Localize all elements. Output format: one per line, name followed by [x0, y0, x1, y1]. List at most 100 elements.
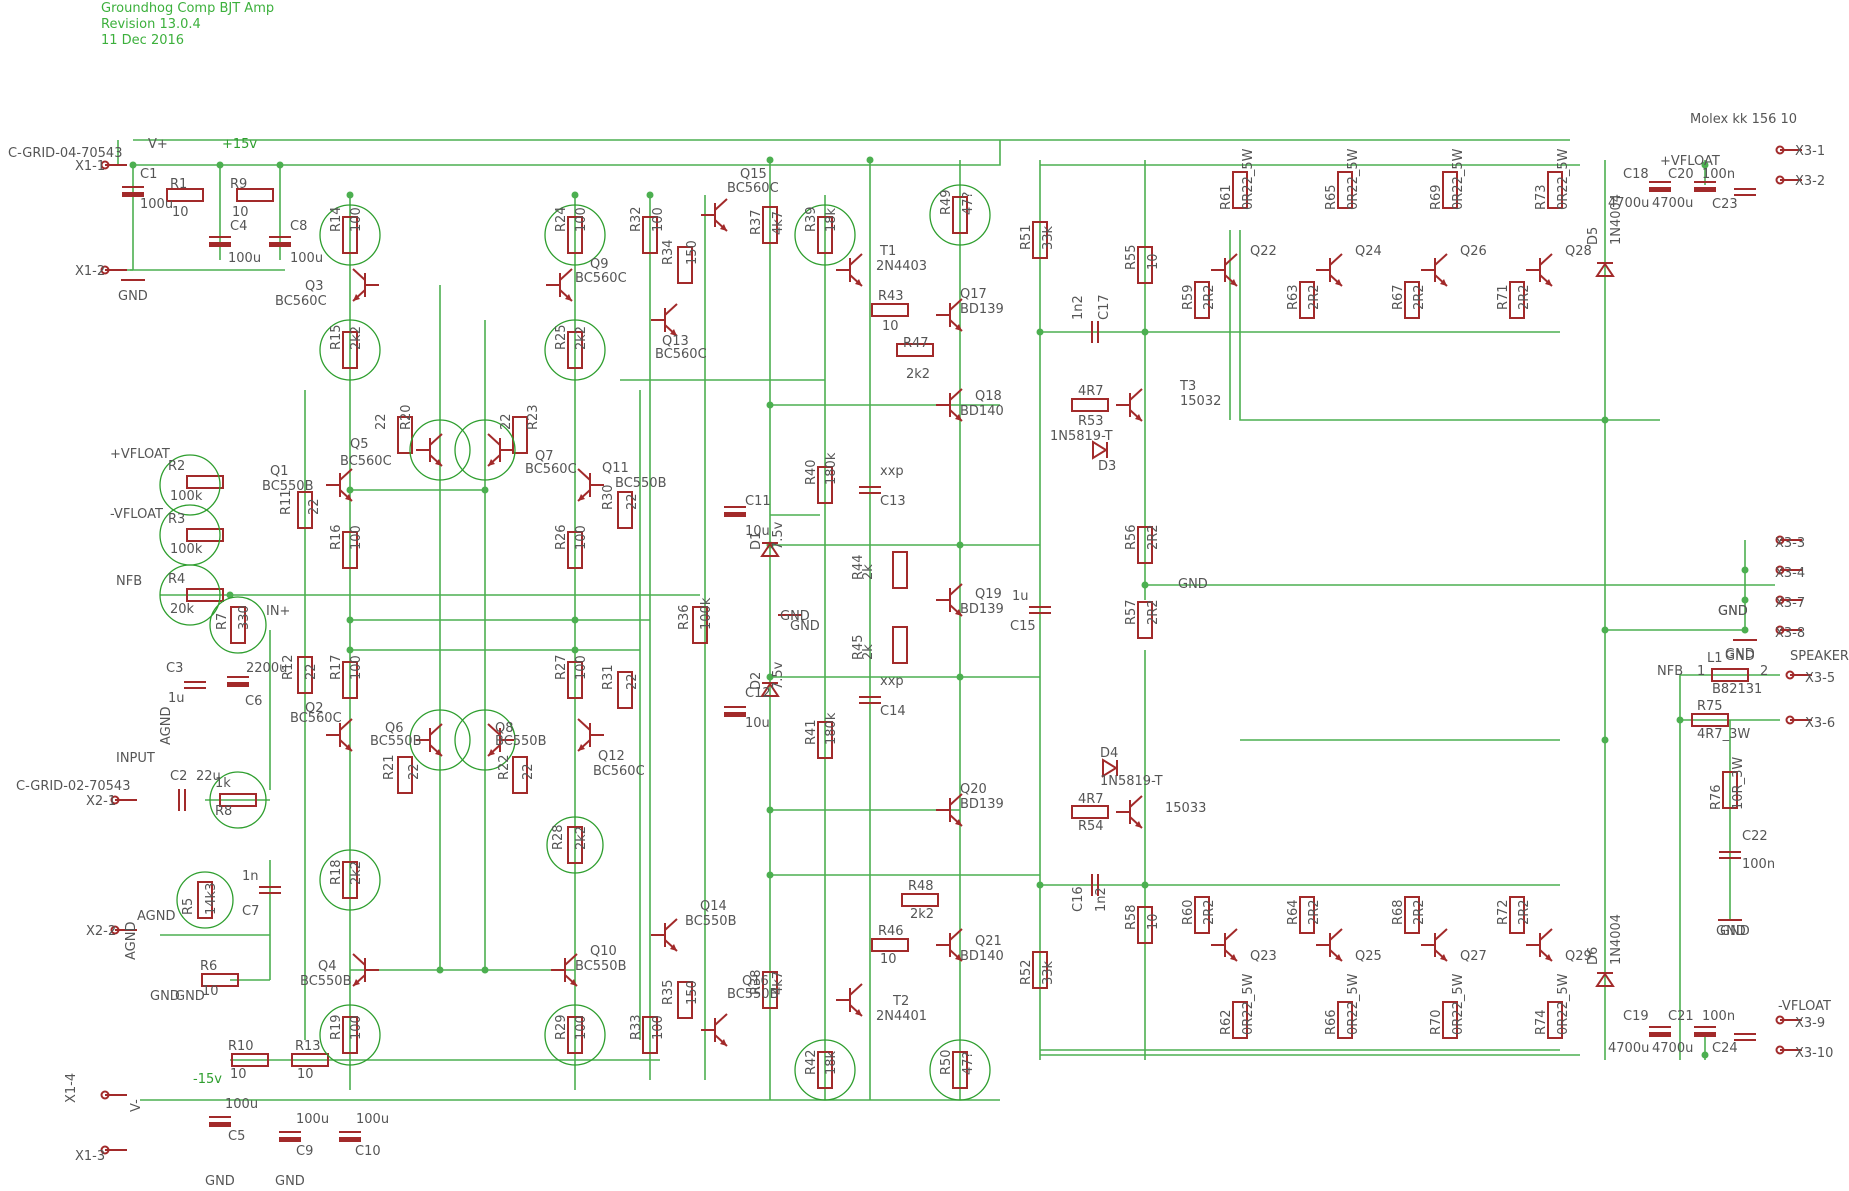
q2-transistor-symbol — [326, 718, 353, 752]
label-r23: R23 — [526, 404, 541, 430]
label-c17v: 1n2 — [1071, 295, 1086, 320]
label-d3: D3 — [1098, 459, 1116, 474]
label-r30: R30 — [601, 484, 616, 510]
wires — [105, 139, 1800, 1101]
label-r36v: 100k — [699, 597, 714, 630]
label-r52: R52 — [1019, 959, 1034, 985]
label-r13v: 10 — [297, 1067, 314, 1082]
label-r34: R34 — [661, 239, 676, 265]
label-c5: C5 — [228, 1129, 245, 1144]
ring-3-highlight-ring — [544, 319, 606, 381]
r23-resistor-symbol — [512, 416, 528, 454]
label-r33v: 100 — [651, 1015, 666, 1040]
label-r73v: 0R22_5W — [1556, 148, 1571, 210]
label-c15v: 1u — [1012, 589, 1029, 604]
x3-2-pin-symbol — [1775, 175, 1802, 185]
label-r29: R29 — [554, 1014, 569, 1040]
ring-15-highlight-ring — [319, 1004, 381, 1066]
c1-capacitor-symbol — [122, 186, 144, 197]
label-q14: Q14 — [700, 899, 727, 914]
label-q18v: BD140 — [960, 404, 1004, 419]
label-r28: R28 — [551, 824, 566, 850]
q28-transistor-symbol — [1526, 253, 1553, 287]
label-r14: R14 — [329, 206, 344, 232]
label-c2: C2 — [170, 769, 187, 784]
r28-resistor-symbol — [567, 826, 583, 864]
q29-transistor-symbol — [1526, 928, 1553, 962]
label-r3: R3 — [168, 512, 185, 527]
label-r57: R57 — [1124, 599, 1139, 625]
r74-resistor-symbol — [1547, 1001, 1563, 1039]
label-d5v: 1N4004 — [1609, 194, 1624, 245]
t2-transistor-symbol — [836, 983, 863, 1017]
label-r58v: 10 — [1146, 913, 1161, 930]
label-q25: Q25 — [1355, 949, 1382, 964]
r2-resistor-symbol — [186, 475, 224, 489]
label-gnd_r2: GND — [1725, 649, 1755, 664]
label-r22: R22 — [497, 754, 512, 780]
label-r3v: 100k — [170, 542, 203, 557]
ring-14-highlight-ring — [319, 849, 381, 911]
r15-resistor-symbol — [342, 331, 358, 369]
d5-diode-symbol — [1595, 262, 1615, 277]
label-gnd_r: GND — [1718, 604, 1748, 619]
r72-resistor-symbol — [1509, 896, 1525, 934]
r68-resistor-symbol — [1404, 896, 1420, 934]
label-gnd_e: GND — [150, 989, 180, 1004]
label-r50v: 47? — [961, 1052, 976, 1075]
label-r62v: 0R22_5W — [1241, 973, 1256, 1035]
label-r1v: 10 — [172, 205, 189, 220]
c23-capacitor-symbol — [1734, 188, 1756, 196]
label-r41v: 180k — [824, 712, 839, 745]
q17-transistor-symbol — [936, 298, 963, 332]
label-x37: X3-7 — [1775, 596, 1805, 611]
q24-transistor-symbol — [1316, 253, 1343, 287]
r24-resistor-symbol — [567, 216, 583, 254]
label-r76: R76 — [1709, 784, 1724, 810]
label-r25: R25 — [554, 324, 569, 350]
label-q22: Q22 — [1250, 244, 1277, 259]
d6-diode-symbol — [1595, 972, 1615, 987]
ring-12-highlight-ring — [209, 771, 267, 829]
label-d6: D6 — [1586, 947, 1601, 965]
r4-resistor-symbol — [186, 588, 224, 602]
label-r21v: 22 — [407, 763, 422, 780]
c21-capacitor-symbol — [1694, 1026, 1716, 1037]
label-q17: Q17 — [960, 287, 987, 302]
label-d5: D5 — [1586, 227, 1601, 245]
ring-11-highlight-ring — [454, 709, 516, 771]
label-r76v: 10R_3W — [1731, 757, 1746, 810]
label-r7: R7 — [215, 613, 230, 630]
label-r28v: 2k2 — [574, 826, 589, 850]
r67-resistor-symbol — [1404, 281, 1420, 319]
r58-resistor-symbol — [1137, 906, 1153, 944]
r7-resistor-symbol — [230, 606, 246, 644]
q19-transistor-symbol — [936, 583, 963, 617]
label-r66: R66 — [1324, 1009, 1339, 1035]
ring-18-highlight-ring — [794, 204, 856, 266]
label-l1v: B82131 — [1712, 682, 1762, 697]
r39-resistor-symbol — [817, 216, 833, 254]
label-r61: R61 — [1219, 184, 1234, 210]
r46-resistor-symbol — [871, 938, 909, 952]
label-revision: Revision 13.0.4 — [101, 17, 201, 32]
x3-4-pin-symbol — [1775, 565, 1802, 575]
label-r75v: 4R7_3W — [1697, 727, 1750, 742]
d4-diode-symbol — [1102, 758, 1118, 778]
label-c9v: 100u — [296, 1112, 329, 1127]
q11-transistor-symbol — [577, 468, 604, 502]
r42-resistor-symbol — [817, 1051, 833, 1089]
c14-capacitor-symbol — [859, 696, 881, 704]
label-r17v: 100 — [349, 655, 364, 680]
label-r45v: 2k — [861, 644, 876, 660]
label-r48v: 2k2 — [910, 907, 934, 922]
q14-transistor-symbol — [651, 918, 678, 952]
label-r65: R65 — [1324, 184, 1339, 210]
label-r68v: 2R2 — [1412, 899, 1427, 925]
q5-transistor-symbol — [416, 433, 443, 467]
label-c16: C16 — [1071, 886, 1086, 912]
label-q18: Q18 — [975, 389, 1002, 404]
label-nfb: NFB — [116, 574, 142, 589]
label-c3: C3 — [166, 661, 183, 676]
